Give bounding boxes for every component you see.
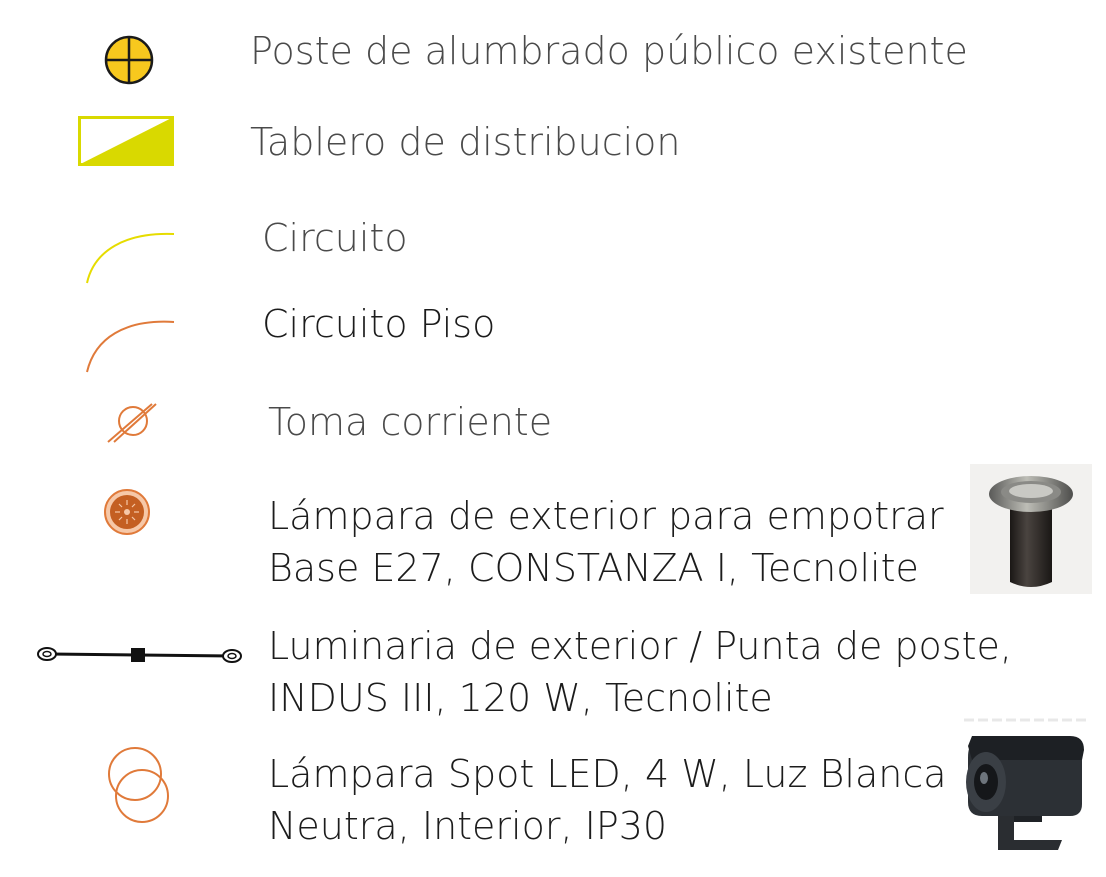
orange-arc-icon — [86, 320, 175, 373]
orange-spot-icon — [108, 747, 169, 823]
legend-label-luminaria: Luminaria de exterior / Punta de poste, … — [268, 624, 1012, 720]
legend-label-lampara-empotrar: Lámpara de exterior para empotrar Base E… — [268, 494, 944, 590]
legend-label-spot: Lámpara Spot LED, 4 W, Luz Blanca Neutra… — [268, 752, 947, 848]
legend-label-toma: Toma corriente — [268, 400, 553, 444]
legend-label-tablero: Tablero de distribucion — [250, 120, 681, 164]
legend-label-poste: Poste de alumbrado público existente — [250, 29, 968, 73]
legend-label-circuito: Circuito — [262, 216, 408, 260]
recessed-lamp-photo — [970, 464, 1092, 594]
yellow-triangle-panel-icon — [78, 116, 174, 166]
yellow-arc-icon — [86, 232, 175, 284]
orange-recessed-lamp-icon — [104, 489, 150, 535]
yellow-cross-circle-icon — [104, 35, 154, 85]
spot-lamp-photo — [958, 716, 1094, 864]
legend-label-circuito-piso: Circuito Piso — [262, 302, 496, 346]
double-head-street-luminaire-icon — [37, 647, 242, 663]
orange-struck-circle-icon — [107, 403, 157, 443]
